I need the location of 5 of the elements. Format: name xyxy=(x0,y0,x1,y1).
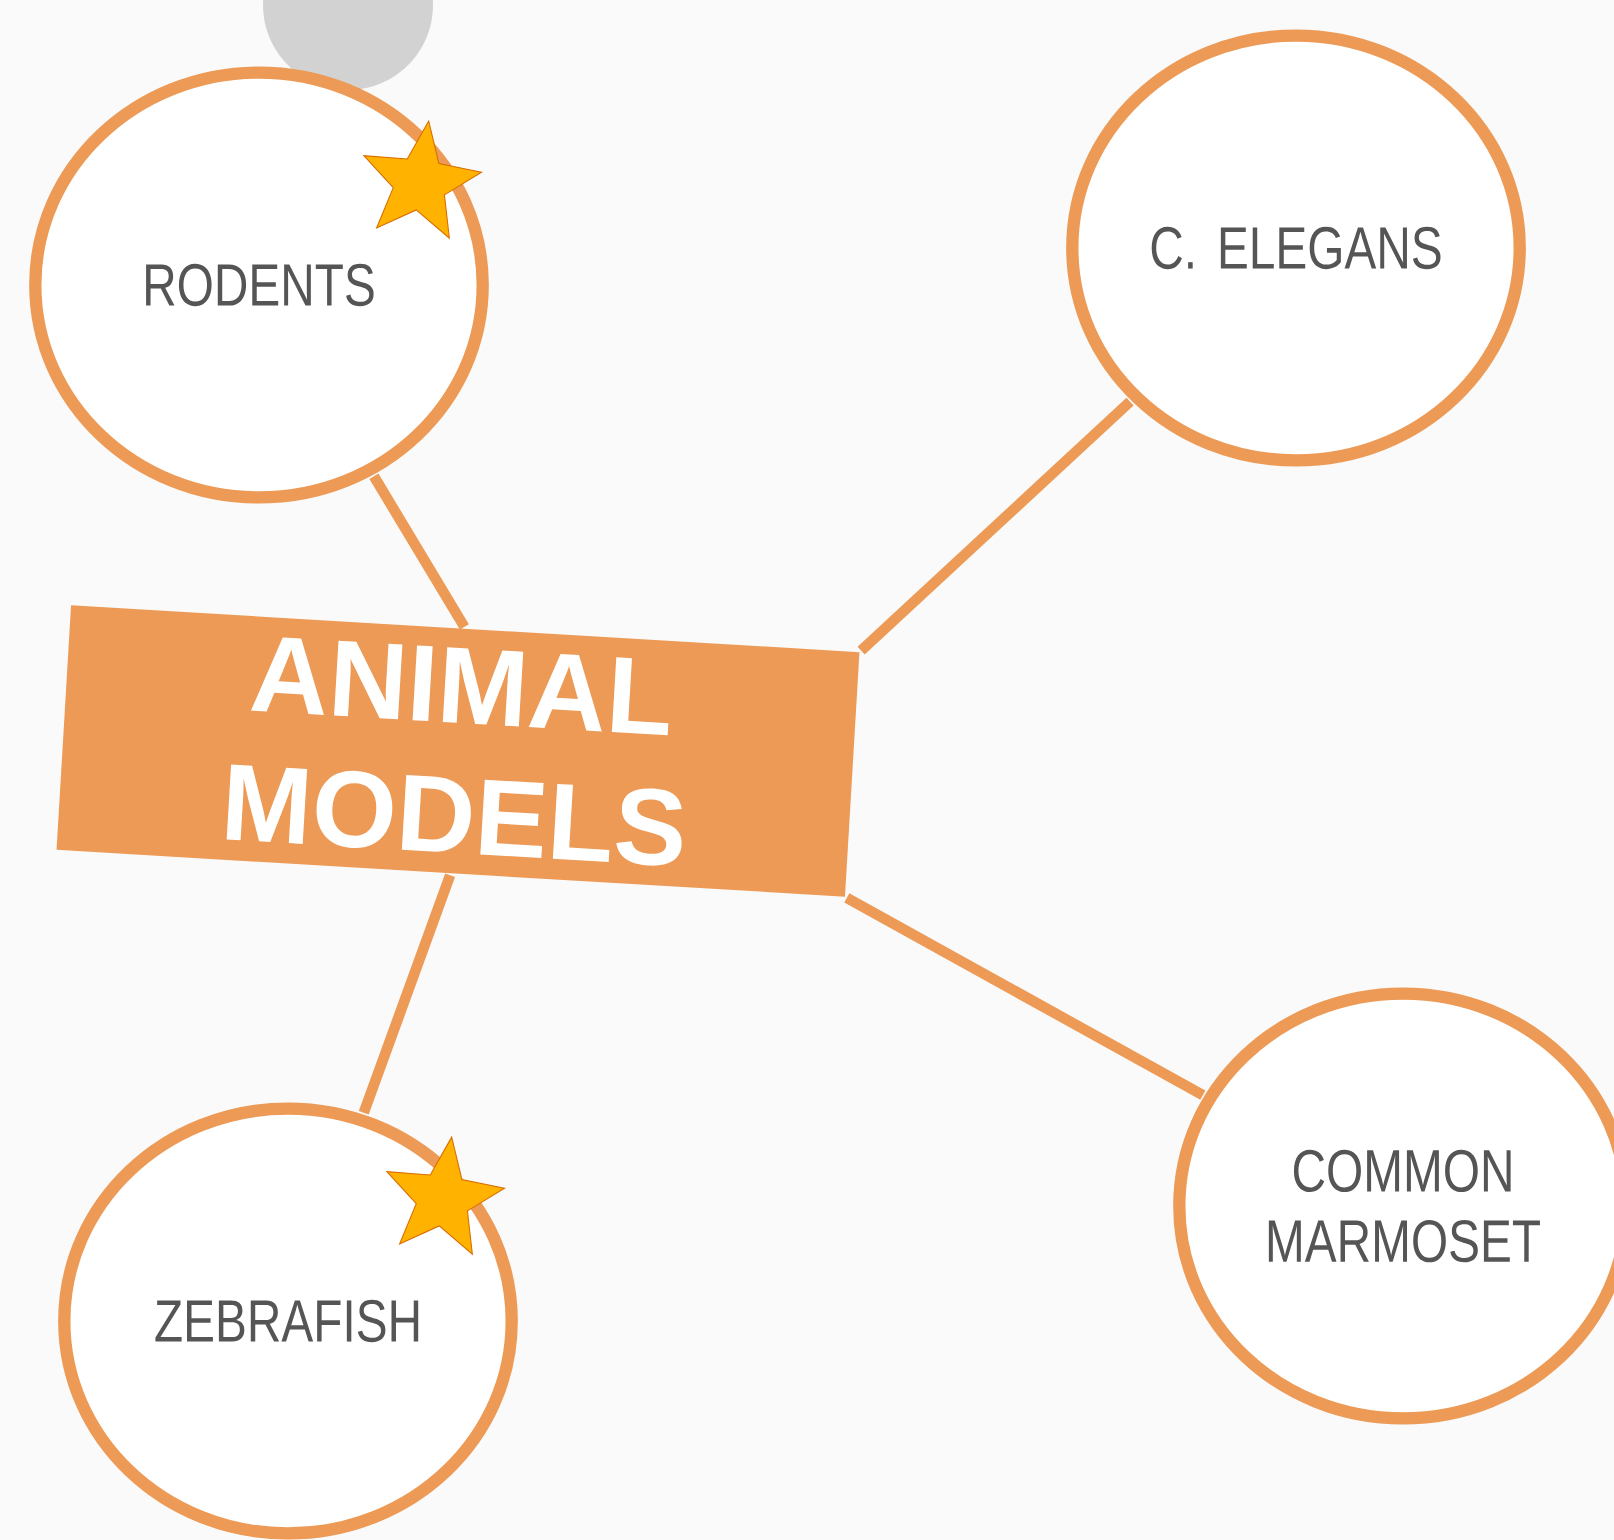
connector-line xyxy=(358,873,456,1115)
title-box: ANIMAL MODELS xyxy=(56,605,860,897)
connector-line xyxy=(844,893,1206,1100)
connector-line xyxy=(369,473,469,630)
connector-line xyxy=(857,397,1134,655)
